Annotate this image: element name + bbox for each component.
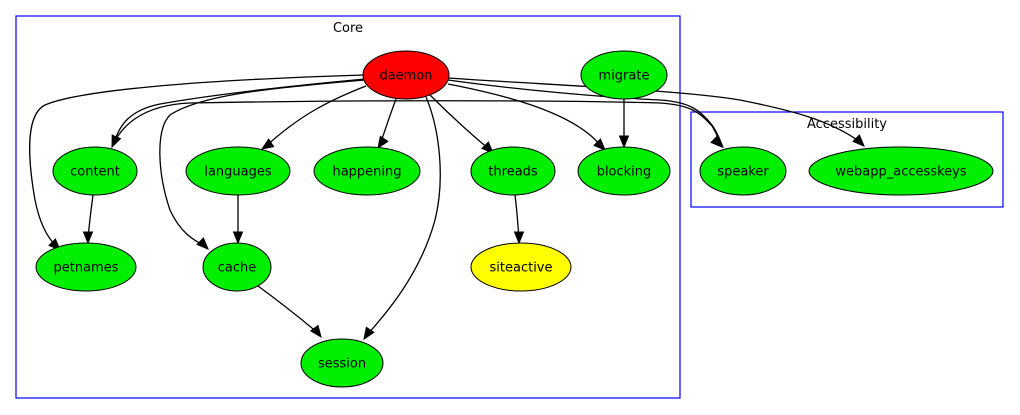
node-siteactive: siteactive [470, 242, 572, 292]
node-ellipse-content [52, 146, 138, 196]
edge-migrate-to-blocking [618, 99, 630, 149]
cluster-accessibility: Accessibility [690, 111, 1004, 208]
cluster-box-accessibility [690, 111, 1004, 208]
edge-line [365, 96, 441, 337]
cluster-label-core: Core [333, 21, 363, 36]
edge-line [29, 74, 365, 247]
node-label-session: session [318, 357, 366, 372]
arrowhead [82, 231, 94, 245]
node-ellipse-happening [313, 146, 421, 196]
edge-daemon-to-content [111, 78, 366, 149]
edge-content-to-petnames [82, 194, 94, 245]
cluster-label-accessibility: Accessibility [807, 117, 887, 132]
node-content: content [52, 146, 138, 196]
node-migrate: migrate [580, 50, 668, 100]
node-ellipse-daemon [362, 50, 450, 100]
arrowhead [111, 134, 122, 149]
node-label-blocking: blocking [597, 165, 652, 180]
arrowhead [260, 138, 275, 150]
arrowhead [232, 231, 244, 245]
node-ellipse-session [300, 338, 384, 388]
nodes-layer: daemon migrate content languages happening th… [35, 50, 994, 388]
edge-content-to-speaker [111, 100, 723, 148]
node-label-migrate: migrate [599, 69, 650, 84]
node-threads: threads [470, 146, 556, 196]
edge-line [264, 85, 367, 148]
edge-languages-to-cache [232, 195, 244, 245]
edge-threads-to-siteactive [513, 194, 525, 245]
node-ellipse-languages [185, 146, 291, 196]
edge-daemon-to-cache [159, 79, 366, 250]
edge-line [159, 79, 366, 247]
arrowhead [852, 134, 865, 147]
edge-line [429, 94, 491, 151]
arrowhead [363, 326, 375, 341]
node-ellipse-webapp_accesskeys [808, 146, 994, 196]
node-ellipse-migrate [580, 50, 668, 100]
arrowhead [196, 237, 209, 250]
edge-cache-to-session [257, 285, 322, 339]
edge-daemon-to-session [363, 96, 441, 341]
node-ellipse-cache [202, 242, 272, 292]
node-cache: cache [202, 242, 272, 292]
node-daemon: daemon [362, 50, 450, 100]
node-ellipse-petnames [35, 242, 137, 292]
node-label-speaker: speaker [717, 165, 769, 180]
arrowhead [309, 324, 322, 339]
node-ellipse-speaker [699, 146, 787, 196]
node-label-threads: threads [488, 165, 538, 180]
node-ellipse-siteactive [470, 242, 572, 292]
edge-daemon-to-threads [429, 94, 494, 154]
edge-daemon-to-speaker [447, 79, 724, 148]
node-label-siteactive: siteactive [490, 261, 553, 276]
node-label-petnames: petnames [54, 261, 119, 276]
node-petnames: petnames [35, 242, 137, 292]
cluster-box-core [15, 15, 681, 399]
node-label-languages: languages [204, 165, 272, 180]
node-ellipse-blocking [577, 146, 671, 196]
arrowhead [710, 135, 723, 148]
node-blocking: blocking [577, 146, 671, 196]
edge-daemon-to-languages [260, 85, 367, 150]
node-ellipse-threads [470, 146, 556, 196]
node-label-daemon: daemon [379, 69, 432, 84]
node-label-cache: cache [218, 261, 257, 276]
edge-daemon-to-happening [377, 98, 397, 150]
node-webapp_accesskeys: webapp_accesskeys [808, 146, 994, 196]
node-label-content: content [70, 165, 120, 180]
edge-line [447, 79, 723, 147]
arrowhead [593, 138, 606, 151]
node-label-happening: happening [332, 165, 401, 180]
cluster-core: Core [15, 15, 681, 399]
node-session: session [300, 338, 384, 388]
edge-line [447, 77, 861, 143]
node-label-webapp_accesskeys: webapp_accesskeys [835, 165, 966, 180]
edges-layer [29, 74, 865, 341]
node-languages: languages [185, 146, 291, 196]
edge-daemon-to-blocking [447, 83, 606, 151]
edge-daemon-to-webapp_accesskeys [447, 77, 865, 147]
edge-line [447, 83, 603, 148]
node-speaker: speaker [699, 146, 787, 196]
arrowhead [618, 135, 630, 149]
arrowhead [377, 135, 389, 150]
node-happening: happening [313, 146, 421, 196]
arrowhead [513, 231, 525, 245]
edge-line [111, 100, 722, 148]
edge-line [257, 285, 319, 334]
